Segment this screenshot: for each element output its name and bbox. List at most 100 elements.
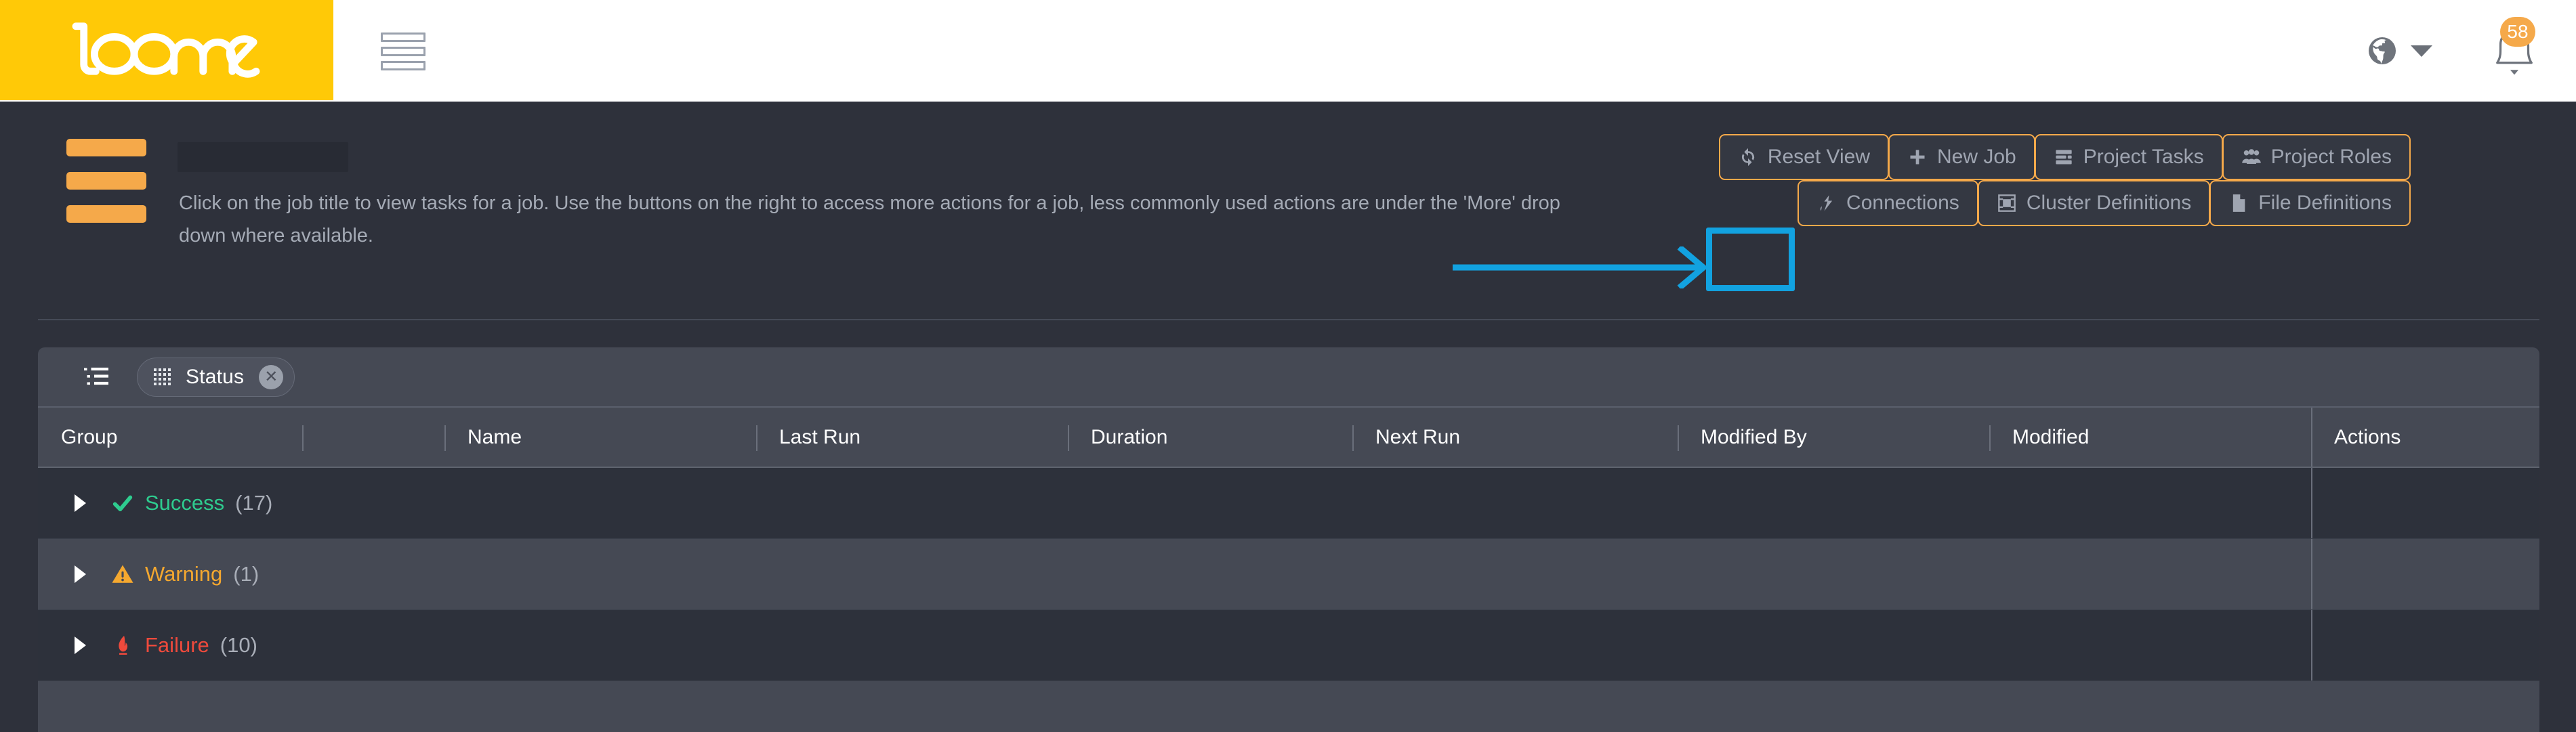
grid-header-row: Group Name Last Run Duration Next Run Mo… (38, 408, 2539, 468)
column-header-duration[interactable]: Duration (1068, 408, 1352, 467)
drag-grip-icon[interactable] (154, 368, 171, 385)
group-cell-failure[interactable]: Failure (10) (38, 610, 302, 681)
row-cell-name (444, 468, 756, 538)
topbar-right-controls: 58 (2366, 0, 2543, 102)
group-status-label: Success (145, 491, 224, 515)
page-description: Click on the job title to view tasks for… (179, 187, 1588, 252)
page-intro-section: Click on the job title to view tasks for… (0, 102, 2576, 319)
section-divider (38, 319, 2539, 320)
group-cell-success[interactable]: Success (17) (38, 468, 302, 538)
cluster-definitions-label: Cluster Definitions (2027, 192, 2191, 215)
jobs-icon-bar (66, 172, 146, 190)
project-tasks-button[interactable]: Project Tasks (2035, 134, 2223, 180)
top-header-bar: 58 (0, 0, 2576, 102)
loome-wordmark-icon (55, 20, 278, 81)
row-cell-name (444, 610, 756, 681)
jobs-icon-bar (66, 139, 146, 156)
row-cell-modified (1989, 539, 2311, 609)
group-label-wrap: Success (17) (111, 491, 272, 515)
jobs-icon-bar (66, 205, 146, 223)
notification-count-badge: 58 (2500, 17, 2535, 47)
column-header-actions: Actions (2311, 408, 2539, 467)
row-cell-duration (1068, 539, 1352, 609)
group-chip-status[interactable]: Status ✕ (137, 358, 295, 397)
row-cell-modified (1989, 468, 2311, 538)
chevron-down-icon (2411, 45, 2432, 57)
row-cell-duration (1068, 610, 1352, 681)
group-cell-warning[interactable]: Warning (1) (38, 539, 302, 609)
action-buttons-group: Reset View New Job (1537, 134, 2411, 226)
file-icon (2228, 193, 2249, 213)
group-status-count: (1) (233, 562, 259, 586)
warning-icon (111, 563, 134, 586)
reset-view-button[interactable]: Reset View (1719, 134, 1889, 180)
group-status-count: (10) (220, 633, 257, 658)
connections-label: Connections (1846, 192, 1959, 215)
action-buttons-row-2: Connections Cluster Definitions (1798, 180, 2411, 226)
project-roles-label: Project Roles (2271, 146, 2392, 169)
close-icon[interactable]: ✕ (259, 365, 283, 389)
chevron-right-icon[interactable] (60, 637, 100, 654)
project-roles-button[interactable]: Project Roles (2222, 134, 2411, 180)
grid-group-toolbar: Status ✕ (38, 347, 2539, 408)
table-row[interactable]: Warning (1) (38, 539, 2539, 610)
plug-icon (1816, 193, 1837, 213)
row-cell-modified-by (1678, 610, 1989, 681)
plus-icon (1907, 147, 1928, 167)
language-selector[interactable] (2366, 35, 2432, 67)
hamburger-icon[interactable] (381, 33, 425, 70)
new-job-label: New Job (1937, 146, 2016, 169)
row-cell-next-run (1352, 468, 1678, 538)
column-header-blank[interactable] (302, 408, 444, 467)
row-cell-modified (1989, 610, 2311, 681)
file-definitions-label: File Definitions (2258, 192, 2392, 215)
row-cell-blank (302, 610, 444, 681)
hamburger-bar (381, 61, 425, 70)
group-status-count: (17) (235, 491, 272, 515)
row-cell-next-run (1352, 539, 1678, 609)
tasks-icon (2054, 147, 2074, 167)
project-tasks-label: Project Tasks (2083, 146, 2204, 169)
row-cell-actions (2311, 610, 2539, 681)
group-status-label: Warning (145, 562, 222, 586)
column-header-next-run[interactable]: Next Run (1352, 408, 1678, 467)
row-cell-blank (302, 539, 444, 609)
column-header-group[interactable]: Group (38, 408, 302, 467)
table-row[interactable]: Success (17) (38, 468, 2539, 539)
column-header-name[interactable]: Name (444, 408, 756, 467)
column-header-last-run[interactable]: Last Run (756, 408, 1068, 467)
row-cell-last-run (756, 468, 1068, 538)
new-job-button[interactable]: New Job (1888, 134, 2035, 180)
jobs-grid-panel: Status ✕ Group Name Last Run Duration Ne… (38, 347, 2539, 732)
refresh-icon (1738, 147, 1758, 167)
hamburger-bar (381, 33, 425, 42)
column-header-modified-by[interactable]: Modified By (1678, 408, 1989, 467)
notifications-button[interactable]: 58 (2485, 18, 2543, 83)
users-icon (2241, 147, 2262, 167)
cluster-definitions-button[interactable]: Cluster Definitions (1978, 180, 2210, 226)
check-icon (111, 492, 134, 515)
loome-logo[interactable] (0, 0, 333, 100)
chevron-right-icon[interactable] (60, 565, 100, 583)
jobs-section-icon (66, 139, 146, 238)
column-header-modified[interactable]: Modified (1989, 408, 2311, 467)
table-row[interactable]: Failure (10) (38, 610, 2539, 681)
action-buttons-row-1: Reset View New Job (1720, 134, 2411, 180)
group-chip-label: Status (186, 366, 244, 389)
hamburger-bar (381, 47, 425, 56)
row-cell-actions (2311, 468, 2539, 538)
row-cell-actions (2311, 539, 2539, 609)
chevron-right-icon[interactable] (60, 494, 100, 512)
row-cell-name (444, 539, 756, 609)
row-cell-next-run (1352, 610, 1678, 681)
fire-icon (111, 634, 134, 657)
group-list-icon[interactable] (84, 367, 108, 387)
file-definitions-button[interactable]: File Definitions (2209, 180, 2411, 226)
connections-button[interactable]: Connections (1798, 180, 1978, 226)
row-cell-last-run (756, 539, 1068, 609)
row-cell-duration (1068, 468, 1352, 538)
globe-icon (2366, 35, 2398, 67)
page-body: Click on the job title to view tasks for… (0, 102, 2576, 732)
page-title (178, 142, 348, 172)
row-cell-modified-by (1678, 468, 1989, 538)
